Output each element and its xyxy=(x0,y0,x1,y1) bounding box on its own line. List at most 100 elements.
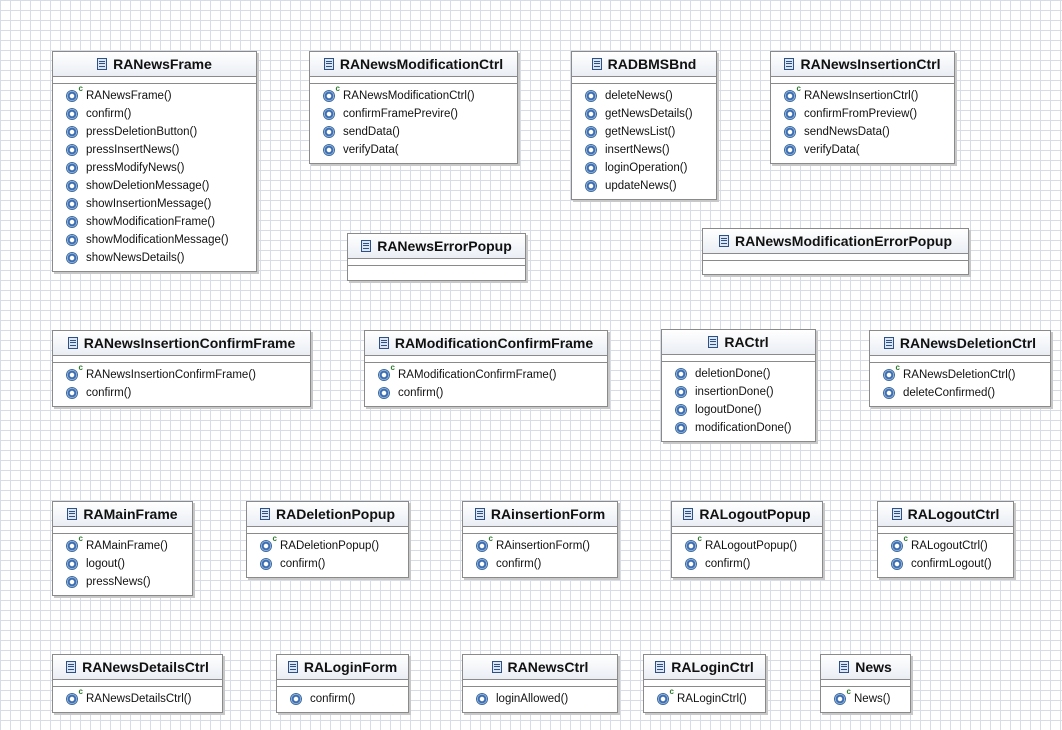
operation-row[interactable]: confirm() xyxy=(672,555,822,573)
operation-label: verifyData( xyxy=(804,144,860,156)
operation-row[interactable]: RALogoutCtrl() xyxy=(878,535,1013,555)
operation-row[interactable]: showDeletionMessage() xyxy=(53,177,256,195)
method-icon xyxy=(586,127,596,137)
operation-row[interactable]: confirm() xyxy=(247,555,408,573)
operation-row[interactable]: showInsertionMessage() xyxy=(53,195,256,213)
operation-row[interactable]: confirmFromPreview() xyxy=(771,105,954,123)
operation-row[interactable]: logout() xyxy=(53,555,192,573)
operation-row[interactable]: RAinsertionForm() xyxy=(463,535,617,555)
operations-compartment: RALogoutPopup()confirm() xyxy=(672,534,822,577)
operation-row[interactable]: deletionDone() xyxy=(662,365,815,383)
operation-label: insertionDone() xyxy=(695,386,774,398)
operation-row[interactable]: modificationDone() xyxy=(662,419,815,437)
class-box-ranewsctrl[interactable]: RANewsCtrl loginAllowed() xyxy=(462,654,618,713)
constructor-icon xyxy=(261,535,277,551)
class-name: RALogoutPopup xyxy=(699,506,811,522)
operations-compartment: RANewsModificationCtrl()confirmFramePrev… xyxy=(310,84,517,163)
operation-row[interactable]: RAModificationConfirmFrame() xyxy=(365,364,607,384)
operation-row[interactable]: showNewsDetails() xyxy=(53,249,256,267)
operation-row[interactable]: pressDeletionButton() xyxy=(53,123,256,141)
class-box-ranewsmodificationctrl[interactable]: RANewsModificationCtrlRANewsModification… xyxy=(309,51,518,164)
class-header: News xyxy=(821,655,910,680)
class-header: RACtrl xyxy=(662,330,815,355)
operation-row[interactable]: confirm() xyxy=(53,384,310,402)
operation-row[interactable]: pressModifyNews() xyxy=(53,159,256,177)
class-box-ranewserrorpopup[interactable]: RANewsErrorPopup xyxy=(347,233,526,281)
class-header: RALoginCtrl xyxy=(644,655,765,680)
class-box-ranewsinsertionctrl[interactable]: RANewsInsertionCtrlRANewsInsertionCtrl()… xyxy=(770,51,955,164)
operation-row[interactable]: News() xyxy=(821,688,910,708)
class-box-ranewsframe[interactable]: RANewsFrameRANewsFrame()confirm()pressDe… xyxy=(52,51,257,272)
operation-label: showDeletionMessage() xyxy=(86,180,210,192)
method-icon xyxy=(67,145,77,155)
operation-row[interactable]: RANewsDetailsCtrl() xyxy=(53,688,222,708)
operation-row[interactable]: updateNews() xyxy=(572,177,716,195)
operation-row[interactable]: showModificationFrame() xyxy=(53,213,256,231)
operation-row[interactable]: confirm() xyxy=(277,690,408,708)
operation-label: confirm() xyxy=(398,387,444,399)
operation-row[interactable]: deleteConfirmed() xyxy=(870,384,1050,402)
operations-compartment: RAMainFrame()logout()pressNews() xyxy=(53,534,192,595)
operation-row[interactable]: loginAllowed() xyxy=(463,690,617,708)
class-box-ranewsdeletionctrl[interactable]: RANewsDeletionCtrlRANewsDeletionCtrl()de… xyxy=(869,330,1051,407)
constructor-icon xyxy=(835,688,851,704)
operation-row[interactable]: deleteNews() xyxy=(572,87,716,105)
operations-compartment: confirm() xyxy=(277,687,408,712)
class-name: RANewsModificationErrorPopup xyxy=(734,233,952,249)
class-box-rainsertionform[interactable]: RAinsertionFormRAinsertionForm()confirm(… xyxy=(462,501,618,578)
class-header: RANewsErrorPopup xyxy=(348,234,525,259)
operation-row[interactable]: getNewsList() xyxy=(572,123,716,141)
class-name: RANewsCtrl xyxy=(507,659,589,675)
operation-row[interactable]: sendData() xyxy=(310,123,517,141)
operation-row[interactable]: RANewsInsertionCtrl() xyxy=(771,85,954,105)
class-box-ractrl[interactable]: RACtrl deletionDone() insertionDone() logou… xyxy=(661,329,816,442)
operation-label: getNewsList() xyxy=(605,126,676,138)
operation-row[interactable]: verifyData( xyxy=(310,141,517,159)
class-box-ranewsmodificationerrorpopup[interactable]: RANewsModificationErrorPopup xyxy=(702,228,969,275)
operation-row[interactable]: RANewsFrame() xyxy=(53,85,256,105)
class-name: RANewsInsertionCtrl xyxy=(800,56,941,72)
operation-row[interactable]: RANewsModificationCtrl() xyxy=(310,85,517,105)
class-box-ralogoutpopup[interactable]: RALogoutPopupRALogoutPopup()confirm() xyxy=(671,501,823,578)
attributes-compartment xyxy=(53,77,256,84)
method-icon xyxy=(676,369,686,379)
operation-row[interactable]: insertionDone() xyxy=(662,383,815,401)
operation-row[interactable]: RANewsInsertionConfirmFrame() xyxy=(53,364,310,384)
class-box-ramainframe[interactable]: RAMainFrameRAMainFrame()logout()pressNew… xyxy=(52,501,193,596)
class-box-ramodificationconfirmframe[interactable]: RAModificationConfirmFrameRAModification… xyxy=(364,330,608,407)
class-box-ranewsinsertionconfirmframe[interactable]: RANewsInsertionConfirmFrameRANewsInserti… xyxy=(52,330,311,407)
operation-row[interactable]: RALogoutPopup() xyxy=(672,535,822,555)
operation-row[interactable]: RAMainFrame() xyxy=(53,535,192,555)
operation-row[interactable]: confirmLogout() xyxy=(878,555,1013,573)
operation-row[interactable]: getNewsDetails() xyxy=(572,105,716,123)
operation-row[interactable]: RANewsDeletionCtrl() xyxy=(870,364,1050,384)
attributes-compartment xyxy=(662,355,815,362)
operation-row[interactable]: pressInsertNews() xyxy=(53,141,256,159)
operation-row[interactable]: logoutDone() xyxy=(662,401,815,419)
class-icon xyxy=(474,508,485,520)
class-box-raloginctrl[interactable]: RALoginCtrlRALoginCtrl() xyxy=(643,654,766,713)
operation-row[interactable]: confirm() xyxy=(365,384,607,402)
operation-row[interactable]: pressNews() xyxy=(53,573,192,591)
operations-compartment: RANewsInsertionCtrl()confirmFromPreview(… xyxy=(771,84,954,163)
method-icon xyxy=(586,109,596,119)
class-box-news[interactable]: NewsNews() xyxy=(820,654,911,713)
method-icon xyxy=(67,388,77,398)
operation-row[interactable]: RADeletionPopup() xyxy=(247,535,408,555)
operation-row[interactable]: confirmFramePrevire() xyxy=(310,105,517,123)
operation-row[interactable]: confirm() xyxy=(53,105,256,123)
operation-row[interactable]: sendNewsData() xyxy=(771,123,954,141)
class-box-ralogoutctrl[interactable]: RALogoutCtrlRALogoutCtrl()confirmLogout(… xyxy=(877,501,1014,578)
operation-row[interactable]: confirm() xyxy=(463,555,617,573)
operation-row[interactable]: showModificationMessage() xyxy=(53,231,256,249)
class-box-ranewsdetailsctrl[interactable]: RANewsDetailsCtrlRANewsDetailsCtrl() xyxy=(52,654,223,713)
class-name: News xyxy=(855,659,892,675)
operations-compartment: deleteNews()getNewsDetails() getNewsList(… xyxy=(572,84,716,199)
operation-row[interactable]: loginOperation() xyxy=(572,159,716,177)
operation-row[interactable]: insertNews() xyxy=(572,141,716,159)
class-box-radeletionpopup[interactable]: RADeletionPopupRADeletionPopup()confirm(… xyxy=(246,501,409,578)
operation-row[interactable]: verifyData( xyxy=(771,141,954,159)
operation-row[interactable]: RALoginCtrl() xyxy=(644,688,765,708)
